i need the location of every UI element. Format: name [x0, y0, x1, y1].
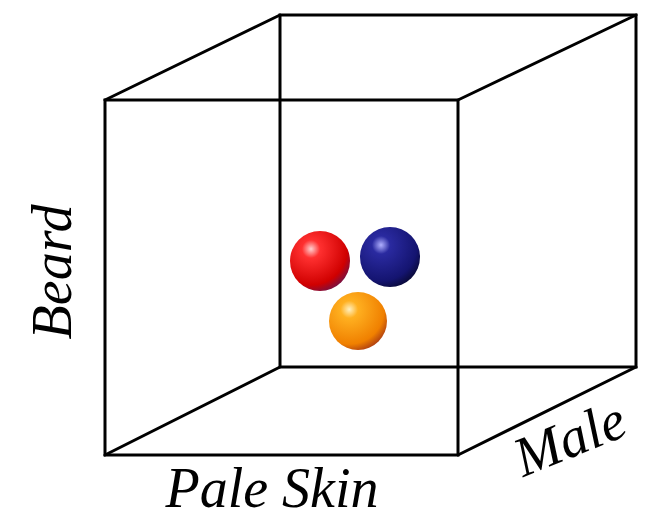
- orange-sphere: [329, 292, 387, 350]
- cube-edge: [458, 15, 636, 100]
- cube-edge: [105, 15, 280, 100]
- front-face: [105, 100, 458, 455]
- blue-sphere: [360, 227, 420, 287]
- axis-label: Pale Skin: [165, 460, 378, 516]
- cube-edge: [105, 367, 280, 455]
- cube-wireframe: [105, 15, 636, 455]
- axis-label: Male: [506, 390, 634, 485]
- axis-label: Beard: [24, 205, 80, 340]
- red-sphere: [290, 231, 350, 291]
